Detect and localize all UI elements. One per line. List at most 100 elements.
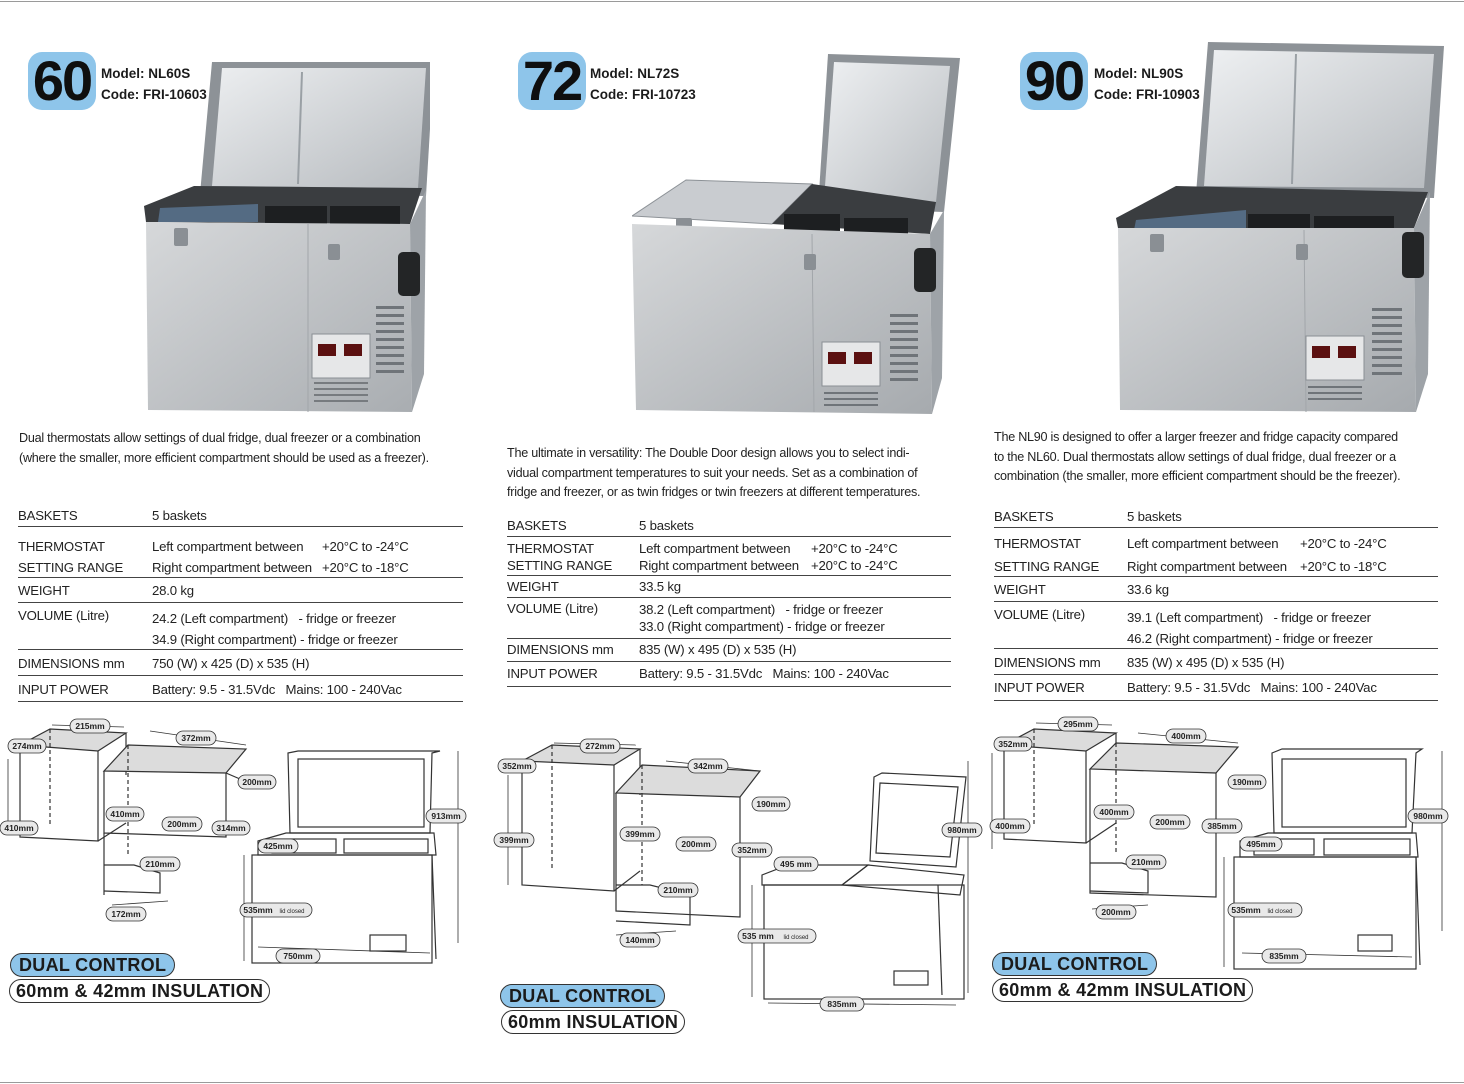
model-number: Model: NL72S	[590, 66, 680, 81]
spec-row-weight: WEIGHT 33.5 kg	[507, 576, 951, 598]
spec-value: 33.5 kg	[639, 579, 681, 594]
fridge-photo	[632, 52, 962, 416]
temperature-range: +20°C to -18°C	[1300, 559, 1387, 574]
spec-label: INPUT POWER	[18, 682, 109, 697]
spec-row-baskets: BASKETS 5 baskets	[18, 506, 463, 527]
spec-value: 28.0 kg	[152, 583, 194, 598]
spec-value: 33.0 (Right compartment) - fridge or fre…	[639, 619, 885, 634]
temperature-range: +20°C to -24°C	[1300, 536, 1387, 551]
dim-label: 200mm	[167, 819, 197, 829]
spec-label: INPUT POWER	[994, 680, 1085, 695]
spec-value: Right compartment between	[639, 558, 799, 573]
spec-value: 24.2 (Left compartment) - fridge or free…	[152, 611, 396, 626]
dimension-diagram: 295mm 352mm 400mm 400mm 190mm 400mm 200m…	[976, 713, 1456, 977]
spec-label: VOLUME (Litre)	[507, 601, 598, 616]
dim-label: 495 mm	[780, 859, 812, 869]
product-description: Dual thermostats allow settings of dual …	[19, 429, 429, 468]
dim-label: 314mm	[216, 823, 246, 833]
spec-value: 750 (W) x 425 (D) x 535 (H)	[152, 656, 310, 671]
dim-label: 410mm	[110, 809, 140, 819]
dim-label: 295mm	[1063, 719, 1093, 729]
dim-label: 210mm	[1131, 857, 1161, 867]
fridge-photo	[140, 56, 430, 416]
spec-label: WEIGHT	[994, 582, 1046, 597]
spec-value: Battery: 9.5 - 31.5Vdc Mains: 100 - 240V…	[1127, 680, 1377, 695]
dim-label: 172mm	[111, 909, 141, 919]
spec-value: 39.1 (Left compartment) - fridge or free…	[1127, 610, 1371, 625]
insulation-badge: 60mm INSULATION	[501, 1010, 686, 1034]
temperature-range: +20°C to -18°C	[322, 560, 409, 575]
spec-value: 33.6 kg	[1127, 582, 1169, 597]
description-line: Dual thermostats allow settings of dual …	[19, 431, 421, 445]
dim-label: 200mm	[681, 839, 711, 849]
dim-label: 835mm	[827, 999, 857, 1009]
spec-label: DIMENSIONS mm	[994, 655, 1101, 670]
dim-label: 190mm	[1232, 777, 1262, 787]
spec-value: Battery: 9.5 - 31.5Vdc Mains: 100 - 240V…	[639, 666, 889, 681]
spec-value: 835 (W) x 495 (D) x 535 (H)	[639, 642, 797, 657]
spec-label: BASKETS	[507, 518, 567, 533]
product-code: Code: FRI-10723	[590, 87, 696, 102]
dim-label: 750mm	[283, 951, 313, 961]
dim-label: 399mm	[625, 829, 655, 839]
dim-label: 410mm	[4, 823, 34, 833]
insulation-badge: 60mm & 42mm INSULATION	[9, 979, 271, 1003]
spec-value: Right compartment between	[1127, 559, 1287, 574]
description-line: The NL90 is designed to offer a larger f…	[994, 430, 1398, 444]
temperature-range: +20°C to -24°C	[322, 539, 409, 554]
spec-value: Left compartment between	[1127, 536, 1279, 551]
spec-value: Left compartment between	[639, 541, 791, 556]
fridge-photo	[1116, 40, 1446, 416]
product-nl72: 72 Model: NL72S Code: FRI-10723	[490, 0, 983, 1084]
model-info: Model: NL60S Code: FRI-10603	[101, 63, 207, 105]
spec-row-power: INPUT POWER Battery: 9.5 - 31.5Vdc Mains…	[994, 675, 1438, 701]
dim-label: 200mm	[1155, 817, 1185, 827]
dim-note: lid closed	[1267, 909, 1292, 915]
dim-label: 352mm	[998, 739, 1028, 749]
dimension-labels: 295mm 352mm 400mm 400mm 190mm 400mm 200m…	[989, 716, 1449, 964]
spec-value: 46.2 (Right compartment) - fridge or fre…	[1127, 631, 1373, 646]
product-description: The ultimate in versatility: The Double …	[507, 444, 921, 503]
description-line: The ultimate in versatility: The Double …	[507, 446, 910, 460]
capacity-badge: 72	[518, 52, 586, 110]
dim-label: 215mm	[75, 721, 105, 731]
product-nl60: 60 Model: NL60S Code: FRI-10603	[0, 0, 480, 1084]
spec-row-dimensions: DIMENSIONS mm 835 (W) x 495 (D) x 535 (H…	[994, 649, 1438, 675]
product-code: Code: FRI-10903	[1094, 87, 1200, 102]
dim-label: 352mm	[737, 845, 767, 855]
spec-label: WEIGHT	[507, 579, 559, 594]
dimension-labels: 215mm 274mm 410mm 372mm 200mm 410mm 200m…	[0, 718, 467, 964]
dim-label: 980mm	[1413, 811, 1443, 821]
spec-row-dimensions: DIMENSIONS mm 750 (W) x 425 (D) x 535 (H…	[18, 650, 463, 676]
product-description: The NL90 is designed to offer a larger f…	[994, 428, 1401, 487]
spec-value: 34.9 (Right compartment) - fridge or fre…	[152, 632, 398, 647]
spec-row-power: INPUT POWER Battery: 9.5 - 31.5Vdc Mains…	[507, 662, 951, 687]
dim-label: 400mm	[1171, 731, 1201, 741]
dim-label: 372mm	[181, 733, 211, 743]
dim-label: 190mm	[756, 799, 786, 809]
spec-label: INPUT POWER	[507, 666, 598, 681]
spec-value: 38.2 (Left compartment) - fridge or free…	[639, 602, 883, 617]
spec-row-volume: VOLUME (Litre) 38.2 (Left compartment) -…	[507, 598, 951, 639]
spec-label: VOLUME (Litre)	[18, 608, 109, 623]
capacity-badge: 60	[28, 52, 96, 110]
dim-label: 272mm	[585, 741, 615, 751]
dim-label: 210mm	[663, 885, 693, 895]
spec-row-volume: VOLUME (Litre) 24.2 (Left compartment) -…	[18, 603, 463, 650]
insulation-badge: 60mm & 42mm INSULATION	[992, 978, 1254, 1002]
dim-note: lid closed	[279, 909, 304, 915]
product-nl90: 90 Model: NL90S Code: FRI-10903	[976, 0, 1464, 1084]
dim-label: 535 mm	[742, 931, 774, 941]
dim-label: 535mm	[1231, 905, 1261, 915]
spec-value: 5 baskets	[1127, 509, 1182, 524]
model-info: Model: NL72S Code: FRI-10723	[590, 63, 696, 105]
description-line: (where the smaller, more efficient compa…	[19, 450, 429, 465]
dim-label: 399mm	[499, 835, 529, 845]
model-number: Model: NL60S	[101, 66, 191, 81]
capacity-badge: 90	[1020, 52, 1088, 110]
page-top-border	[0, 1, 1464, 2]
